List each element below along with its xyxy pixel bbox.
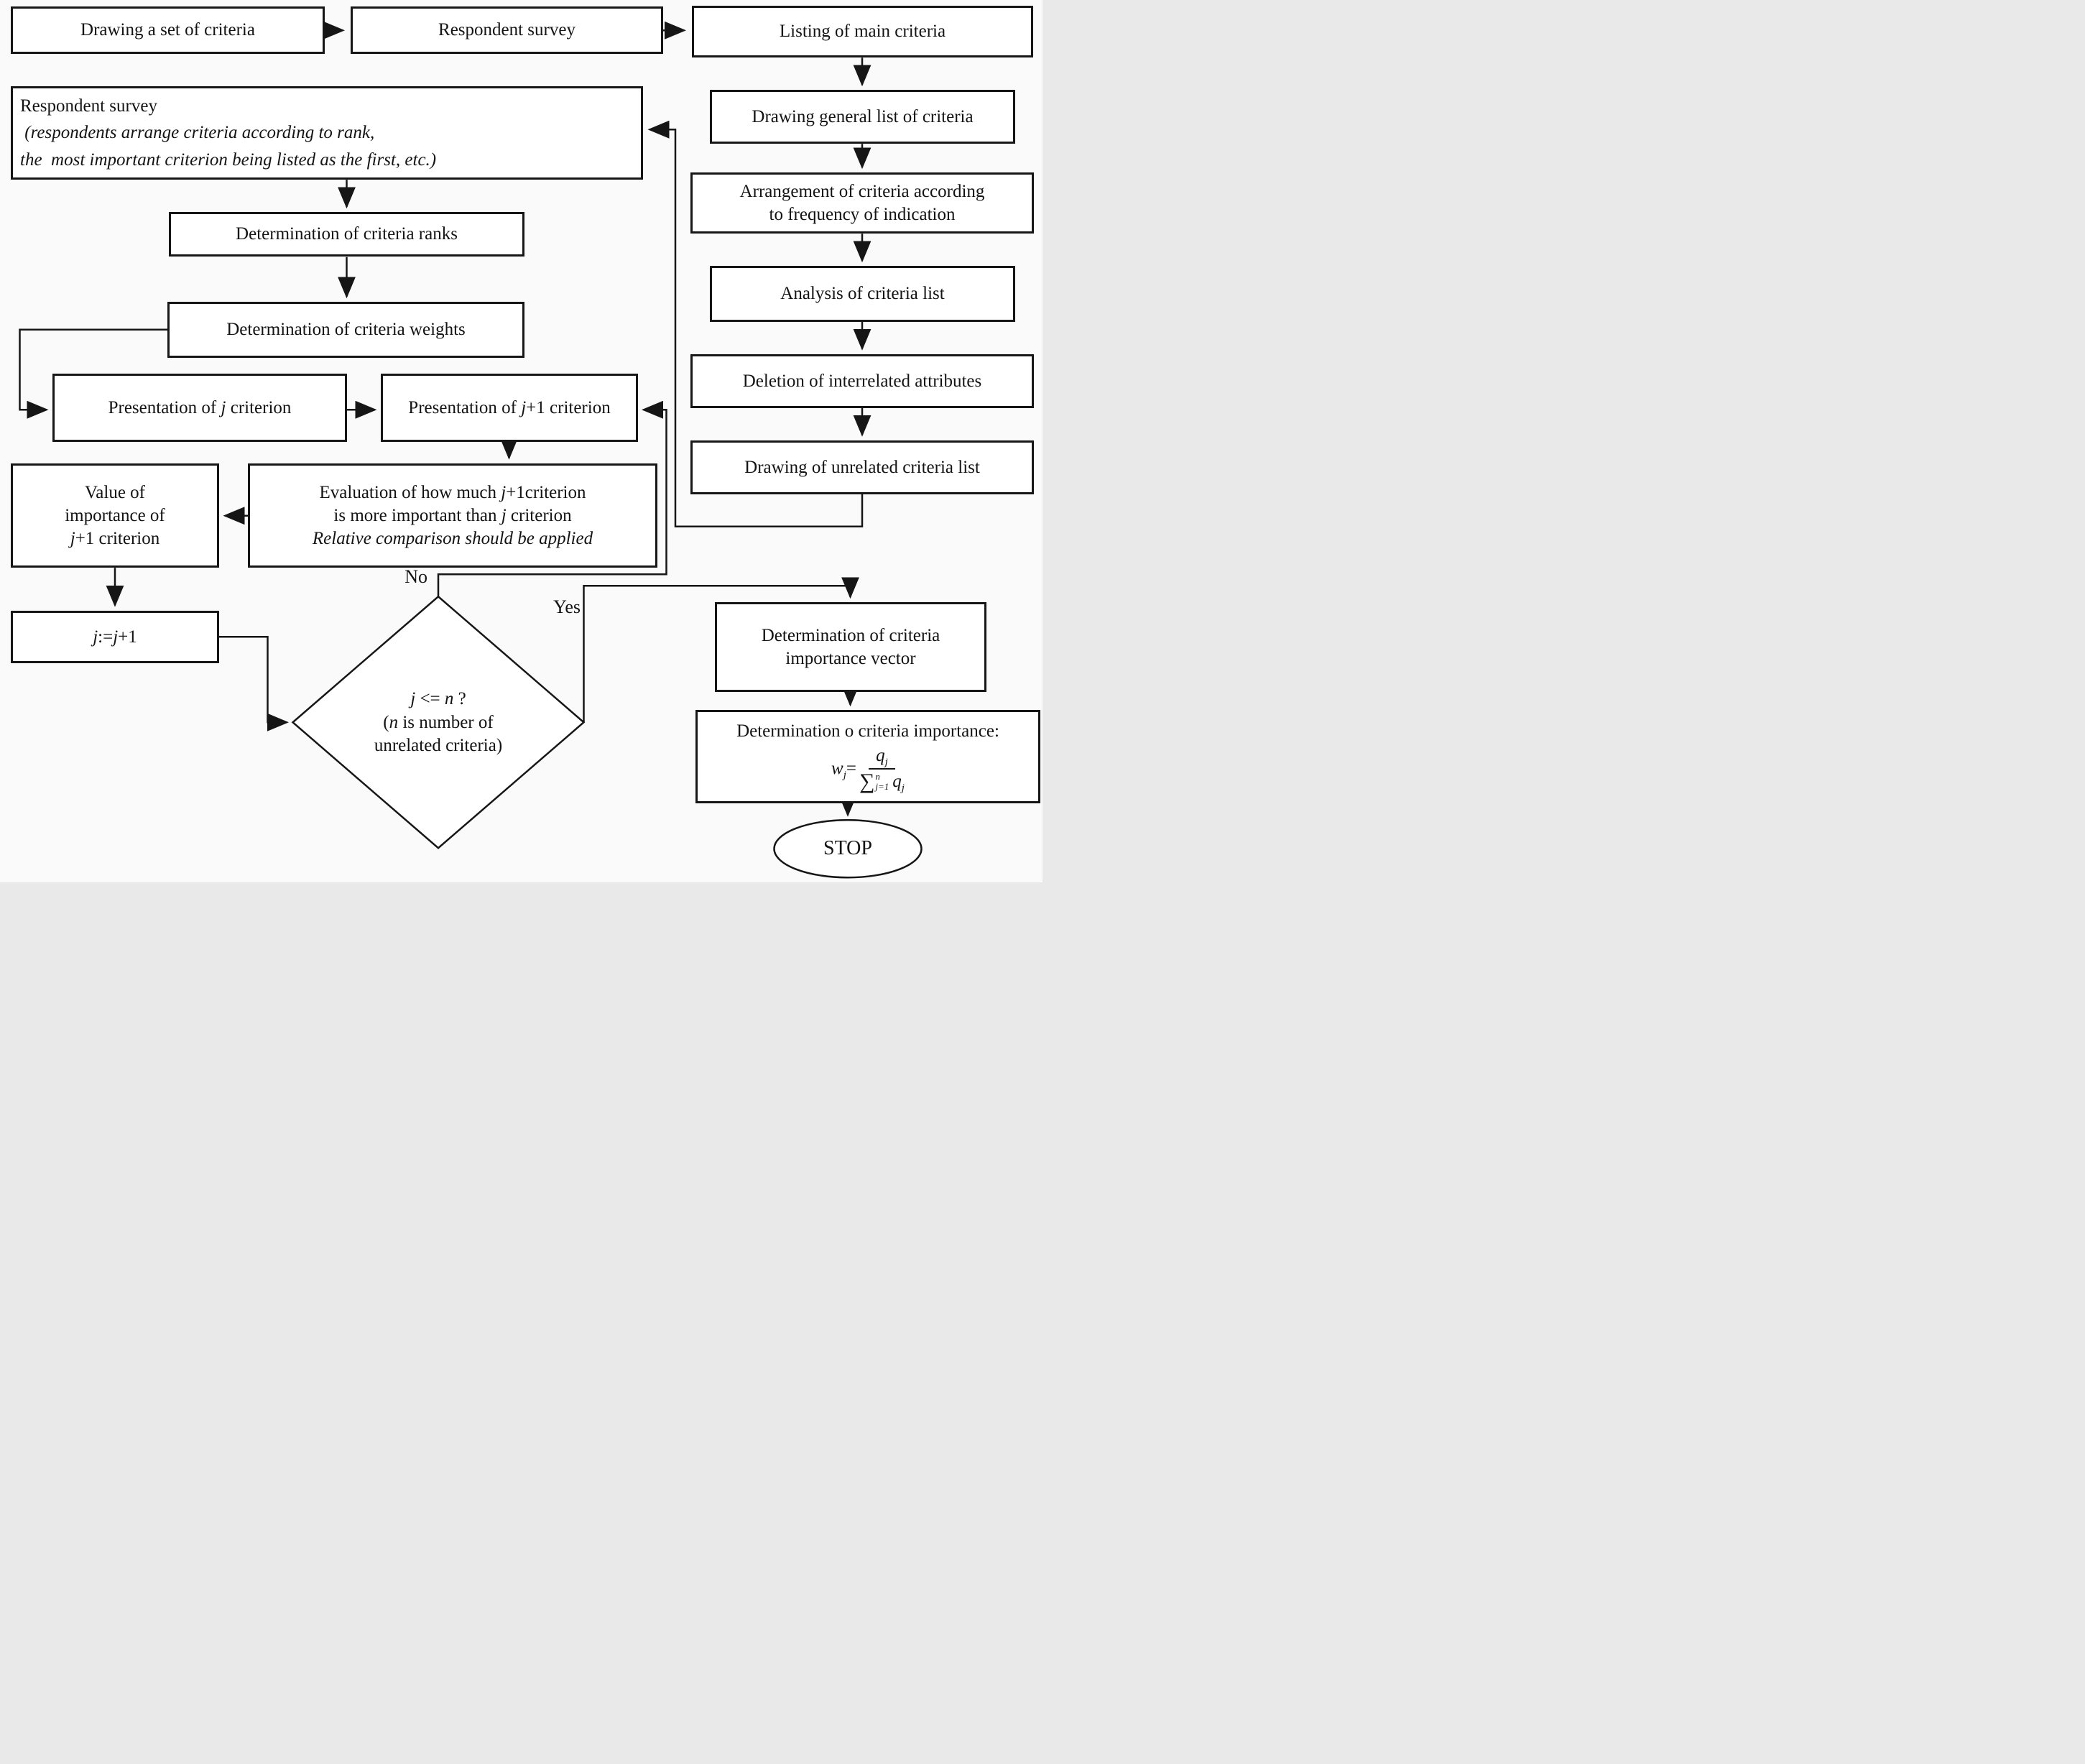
node-line: Relative comparison should be applied [312,528,593,548]
decision-line: unrelated criteria) [374,736,503,756]
node-label: Respondent survey [438,20,575,40]
node-line: (respondents arrange criteria according … [20,123,375,143]
node-value-of-importance: Value of importance of j+1 criterion [11,463,219,568]
node-label: Presentation of j+1 criterion [408,397,611,417]
node-line: j+1 criterion [70,528,160,548]
node-label: Drawing of unrelated criteria list [744,457,980,477]
node-line: the most important criterion being liste… [20,149,437,170]
node-presentation-j-criterion: Presentation of j criterion [52,374,347,442]
node-determination-criteria-weights: Determination of criteria weights [167,302,524,358]
node-label: Determination of criteria weights [226,320,466,339]
node-line: Arrangement of criteria according [739,181,985,201]
node-importance-vector: Determination of criteria importance vec… [715,602,986,692]
connector-weights-to-presj [19,328,167,419]
connector-yes-branch [583,577,859,723]
connector-layer [19,21,923,879]
node-line: importance of [65,505,165,525]
node-line: Respondent survey [20,96,157,116]
node-label: Deletion of interrelated attributes [742,371,982,391]
node-label: Drawing a set of criteria [80,20,255,40]
flowchart-page: Drawing a set of criteria Respondent sur… [0,0,1042,882]
label-no: No [404,566,427,587]
stop-terminator [773,819,923,879]
node-line: Evaluation of how much j+1criterion [319,482,586,502]
formula-lhs: wj= [831,759,856,781]
node-deletion-interrelated: Deletion of interrelated attributes [690,354,1034,408]
node-line: importance vector [785,648,916,668]
node-line: to frequency of indication [769,204,956,224]
node-importance-formula: Determination o criteria importance: wj=… [695,710,1040,803]
node-arrangement-frequency: Arrangement of criteria according to fre… [690,172,1034,234]
node-label: Presentation of j criterion [108,397,292,417]
decision-line: j <= n ? [410,689,466,709]
decision-diamond [291,595,586,849]
decision-line: (n is number of [383,712,494,732]
connector-unrelatedlist-to-surveydetail [647,120,864,527]
formula-title: Determination o criteria importance: [736,721,999,741]
decision-text: j <= n ? (n is number of unrelated crite… [320,683,557,763]
node-listing-main-criteria: Listing of main criteria [692,6,1033,57]
sigma-symbol: ∑ [859,770,875,793]
connector-no-loop [437,400,667,597]
node-label: j:=j+1 [93,627,137,647]
node-j-increment: j:=j+1 [11,611,219,663]
formula-numerator: qj [869,744,895,770]
node-respondent-survey: Respondent survey [351,6,663,54]
node-determination-criteria-ranks: Determination of criteria ranks [169,212,524,257]
node-drawing-general-list: Drawing general list of criteria [710,90,1015,144]
node-label: Analysis of criteria list [780,284,945,303]
node-analysis-criteria-list: Analysis of criteria list [710,266,1015,322]
node-drawing-set-of-criteria: Drawing a set of criteria [11,6,325,54]
label-yes: Yes [553,596,581,617]
node-label: Drawing general list of criteria [752,106,974,126]
node-evaluation: Evaluation of how much j+1criterion is m… [248,463,657,568]
node-label: Determination of criteria ranks [236,224,458,244]
node-line: Determination of criteria [761,625,940,645]
node-drawing-unrelated-list: Drawing of unrelated criteria list [690,440,1034,494]
node-line: Value of [85,482,145,502]
node-line: is more important than j criterion [333,505,572,525]
stop-label: STOP [823,836,872,859]
node-presentation-j1-criterion: Presentation of j+1 criterion [381,374,638,442]
node-respondent-survey-detail: Respondent survey (respondents arrange c… [11,86,643,180]
connector-jincr-to-decision [219,636,289,731]
node-label: Listing of main criteria [779,22,946,41]
denominator-q: qj [892,772,905,794]
